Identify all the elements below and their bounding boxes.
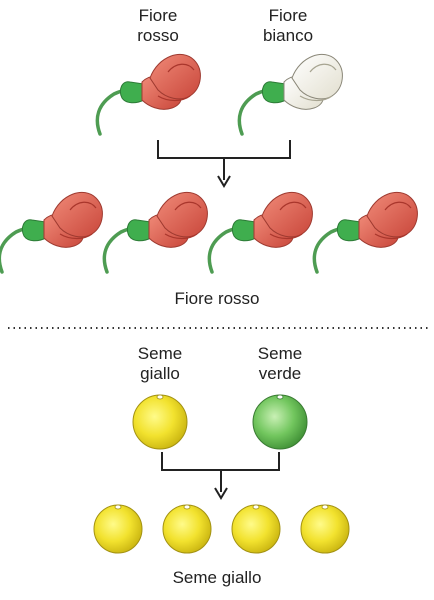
offspring-seed-2: [162, 504, 212, 554]
offspring-flower-label: Fiore rosso: [174, 289, 260, 308]
parent-green-seed: [252, 394, 308, 450]
parent-red-flower: [95, 52, 203, 136]
parent-yellow-seed: [132, 394, 188, 450]
offspring-seed-label: Seme giallo: [172, 568, 262, 587]
offspring-seed-3: [231, 504, 281, 554]
parent-red-flower-label: Fiore rosso: [137, 6, 179, 45]
seed-cross-arrowhead: [214, 487, 228, 500]
offspring-flower-1: [0, 190, 105, 274]
parent-white-flower-label: Fiore bianco: [262, 6, 314, 45]
offspring-seed-1: [93, 504, 143, 554]
parent-white-flower: [237, 52, 345, 136]
flower-cross-arrowhead: [217, 175, 231, 188]
offspring-flower-3: [207, 190, 315, 274]
seed-cross-connector: [161, 452, 280, 471]
parent-green-seed-label: Seme verde: [257, 344, 303, 383]
offspring-seed-4: [300, 504, 350, 554]
offspring-flower-4: [312, 190, 420, 274]
flower-cross-connector: [157, 140, 291, 159]
parent-yellow-seed-label: Seme giallo: [137, 344, 183, 383]
offspring-flower-2: [102, 190, 210, 274]
